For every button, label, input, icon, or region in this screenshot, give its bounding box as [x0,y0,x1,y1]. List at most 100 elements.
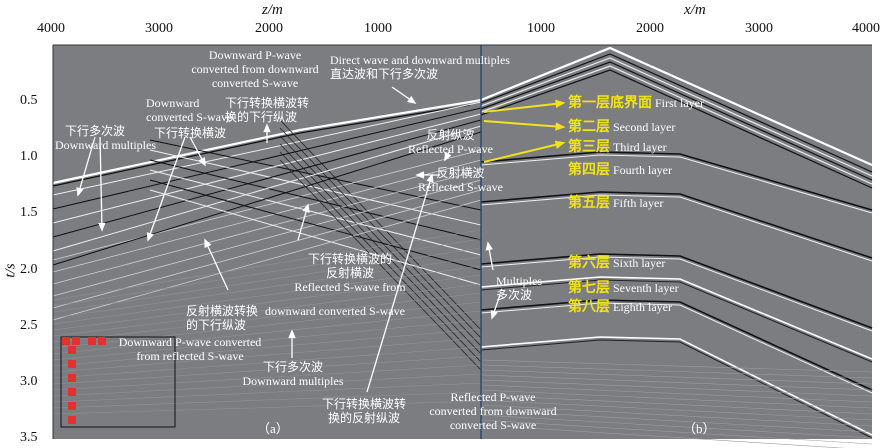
red-marker [68,388,76,396]
arrowhead-icon [554,140,566,149]
noise-trace [480,419,873,445]
arrowhead-icon [98,222,106,232]
arrowhead-icon [263,123,271,133]
seismic-event [52,107,482,210]
layer-label-3: 第三层 Third layer [568,140,667,155]
seismic-event [279,143,482,355]
z-tick: 1000 [364,21,392,36]
annotation-down-p-from-refl-s-en: Downward P-wave converted from reflected… [118,335,262,363]
red-marker [68,416,76,424]
t-tick: 3.0 [20,374,38,389]
z-tick: 3000 [145,21,173,36]
annotation-reflected-p: 反射纵波 Reflected P-wave [408,128,493,156]
panel-label-a: （a） [257,421,289,436]
noise-trace [480,399,873,421]
noise-trace [480,369,873,385]
inset-box [60,336,176,428]
seismic-event [279,159,482,371]
annotation-down-p-from-refl-s-cn: 反射横波转换 的下行纵波 [186,304,259,332]
z-tick: 4000 [37,21,65,36]
red-marker [68,360,76,368]
seismic-event [52,149,482,261]
annotation-down-multiples-1: 下行多次波 Downward multiples [55,124,156,152]
seismic-event [279,119,482,331]
noise-trace [52,328,482,367]
red-marker [68,374,76,382]
layer-label-5: 第五层 Fifth layer [568,196,664,211]
red-marker [88,337,96,345]
seismic-event [279,135,482,347]
arrowhead-icon [407,95,417,104]
noise-trace [52,247,482,313]
noise-trace [52,373,482,397]
arrowhead-icon [555,99,566,109]
x-tick: 2000 [636,21,664,36]
z-tick: 2000 [255,21,283,36]
noise-trace [480,389,873,409]
noise-trace [480,414,873,439]
annotation-down-multiples-2: 下行多次波 Downward multiples [242,360,344,388]
annotation-refl-p-from-down-s-en: Reflected P-wave converted from downward… [429,390,557,432]
arrowhead-icon [204,238,212,248]
arrowhead-icon [415,171,425,179]
annotation-multiples: Multiples 多次波 [496,274,543,302]
arrowhead-icon [198,156,206,167]
seismic-event [480,154,873,214]
seismic-event [52,119,482,238]
direct-wave-event [480,46,873,167]
t-tick: 2.5 [20,318,38,333]
noise-trace [52,301,482,349]
annotation-refl-p-from-down-s-cn: 下行转换横波转 换的反射纵波 [322,397,407,425]
noise-trace [480,374,873,391]
annotation-down-conv-s-cn: 下行转换横波转 换的下行纵波 [225,96,310,124]
annotation-refl-s-from-down-tail: downward converted S-wave [265,304,405,318]
t-tick: 1.5 [20,205,38,220]
seismic-event [480,302,873,394]
seismic-event [149,159,482,241]
seismic-event [149,179,482,271]
seismic-event [52,125,482,252]
seismic-event [52,169,482,285]
seismic-event [52,104,471,187]
seismic-event [52,199,482,321]
noise-trace [52,391,482,409]
arrowhead-icon [146,232,154,242]
layer-reflection [480,151,873,211]
t-axis-label: t/s [2,263,19,278]
noise-trace [480,409,873,433]
seismic-event [480,65,873,185]
panel-label-b: （b） [683,421,716,436]
layer-arrow [483,102,564,113]
seismic-event [480,57,873,177]
annotation-reflected-s: 反射横波 Reflected S-wave [418,166,503,194]
seismic-event [52,179,482,297]
arrowhead-icon [555,122,566,131]
layer-reflection [480,253,873,329]
t-tick: 2.0 [20,262,38,277]
arrowhead-icon [490,310,498,320]
annotation-arrow [99,136,103,231]
t-tick: 0.5 [20,93,38,108]
arrowhead-icon [426,173,434,183]
arrowhead-icon [302,203,310,213]
arrowhead-icon [288,329,296,339]
seismic-event [149,139,482,211]
layer-label-4: 第四层 Fourth layer [568,163,672,178]
noise-trace [52,229,482,301]
annotation-down-conv-s-en: Downward converted S-wave [146,96,233,124]
seismic-event [149,189,482,286]
noise-trace [480,379,873,397]
noise-trace [52,355,482,385]
layer-label-8: 第八层 Eighth layer [568,300,672,315]
noise-trace [480,394,873,415]
noise-trace [52,265,482,325]
annotation-down-conv-s-wave: 下行转换横波 [154,126,227,140]
x-axis-label: x/m [684,2,706,18]
noise-trace [52,319,482,361]
noise-trace [52,364,482,391]
seismic-event [480,279,873,363]
noise-trace [52,382,482,403]
noise-trace [480,364,873,379]
